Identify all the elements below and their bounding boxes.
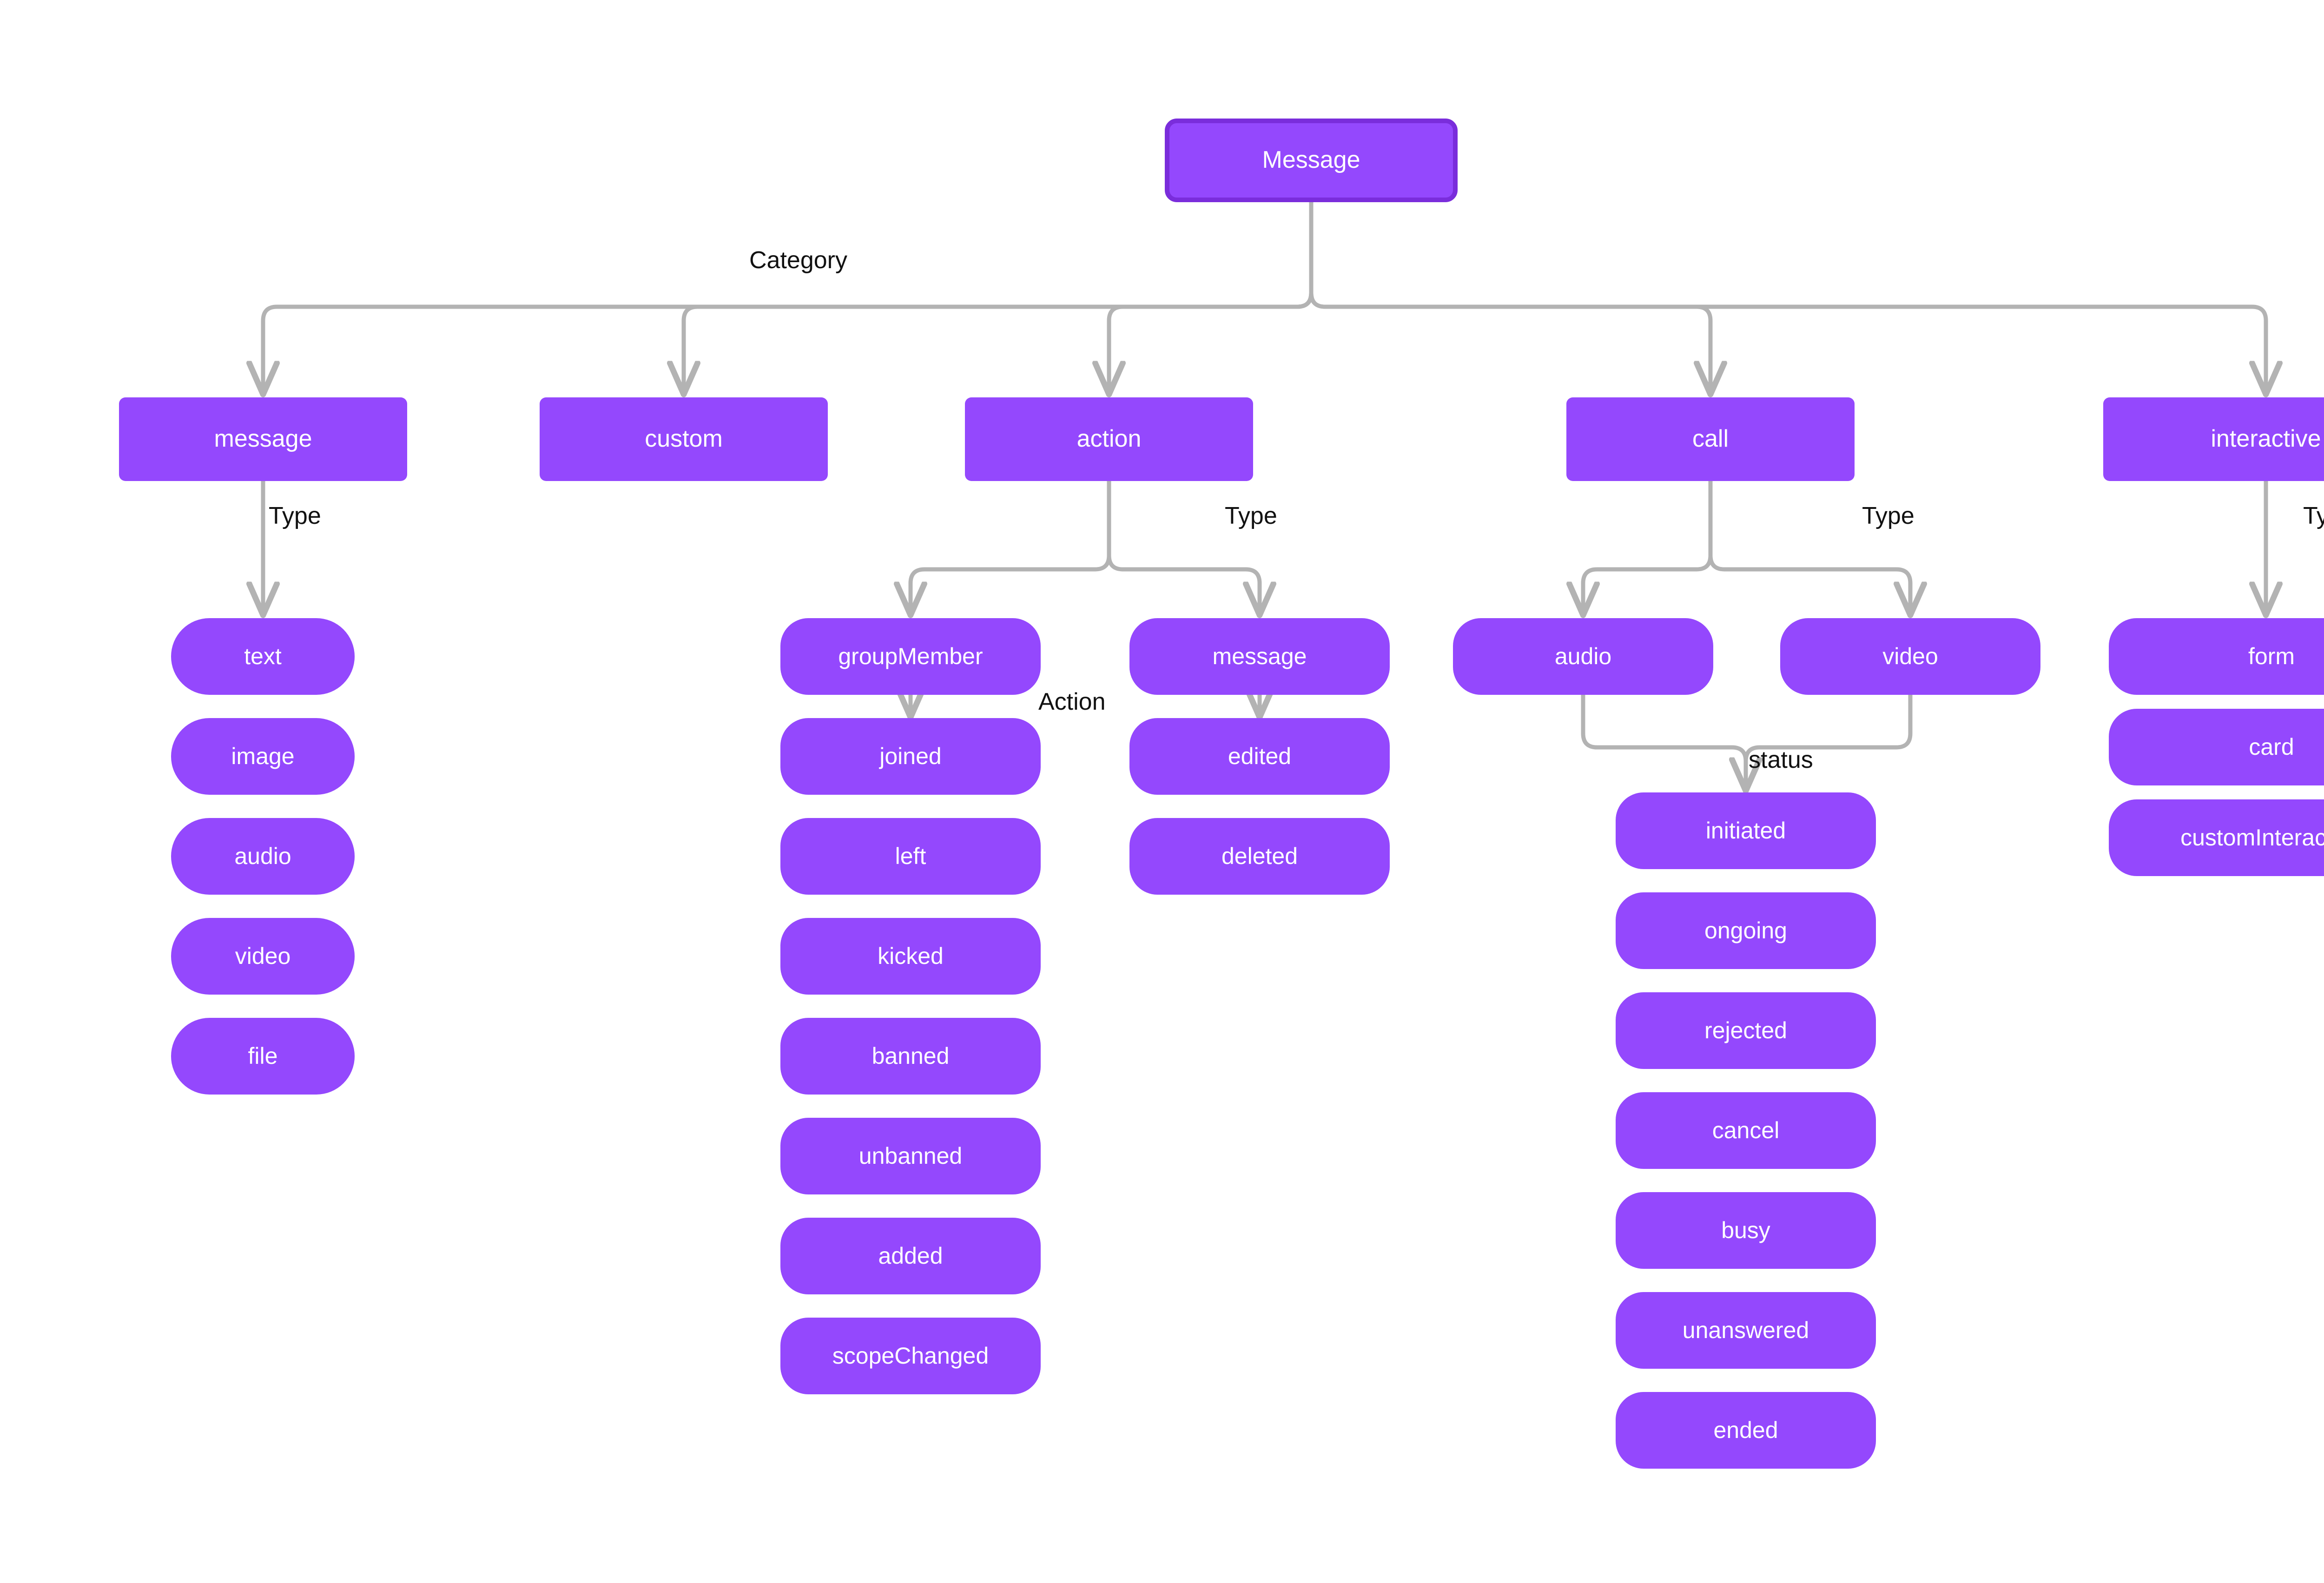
edge-video-to-status	[1746, 693, 1913, 789]
node-message-types-audio[interactable]: audio	[171, 818, 355, 895]
node-message-types-image[interactable]: image	[171, 718, 355, 795]
edge-call-to-audio	[1583, 479, 1713, 613]
edge-root-to-interactive	[1309, 200, 2266, 393]
node-interactive-types-card[interactable]: card	[2109, 709, 2324, 785]
node-interactive-types-form[interactable]: form	[2109, 618, 2324, 695]
edge-label-type-action: Type	[1225, 502, 1277, 529]
edge-audio-to-status	[1581, 693, 1746, 789]
node-action-groupmember-kicked[interactable]: kicked	[780, 918, 1041, 995]
edge-root-to-custom	[684, 200, 1314, 393]
node-action-message-deleted[interactable]: deleted	[1129, 818, 1390, 895]
node-interactive-types-custom-interactive[interactable]: customInteractive	[2109, 799, 2324, 876]
node-call-status-unanswered[interactable]: unanswered	[1616, 1292, 1876, 1369]
edge-label-type-message: Type	[269, 502, 321, 529]
node-call-status-rejected[interactable]: rejected	[1616, 992, 1876, 1069]
edge-action-to-message	[1107, 479, 1260, 613]
node-category-interactive[interactable]: interactive	[2103, 397, 2324, 481]
edge-call-to-video	[1708, 479, 1910, 613]
edge-root-to-call	[1309, 200, 1710, 393]
node-category-custom[interactable]: custom	[540, 397, 828, 481]
edge-label-action-label: Action	[1038, 688, 1106, 715]
node-call-status-cancel[interactable]: cancel	[1616, 1092, 1876, 1169]
edge-action-to-groupmember	[911, 479, 1111, 613]
node-action-message-edited[interactable]: edited	[1129, 718, 1390, 795]
edge-label-status-label: status	[1749, 746, 1813, 773]
edge-root-to-message	[263, 200, 1314, 393]
node-message-types-text[interactable]: text	[171, 618, 355, 695]
node-category-call[interactable]: call	[1566, 397, 1855, 481]
node-category-message[interactable]: message	[119, 397, 407, 481]
node-action-groupmember-added[interactable]: added	[780, 1218, 1041, 1294]
node-action-groupmember-scope-changed[interactable]: scopeChanged	[780, 1318, 1041, 1394]
node-action-groupmember-left[interactable]: left	[780, 818, 1041, 895]
node-action-groupmember-banned[interactable]: banned	[780, 1018, 1041, 1095]
node-category-action[interactable]: action	[965, 397, 1253, 481]
node-action-groupmember-unbanned[interactable]: unbanned	[780, 1118, 1041, 1194]
node-call-status-busy[interactable]: busy	[1616, 1192, 1876, 1269]
node-call-status-initiated[interactable]: initiated	[1616, 792, 1876, 869]
edge-label-type-call: Type	[1862, 502, 1915, 529]
node-action-groupmember-group-member[interactable]: groupMember	[780, 618, 1041, 695]
node-call-audio-audio[interactable]: audio	[1453, 618, 1713, 695]
node-call-video-video[interactable]: video	[1780, 618, 2040, 695]
node-root-message[interactable]: Message	[1165, 119, 1458, 202]
node-action-groupmember-joined[interactable]: joined	[780, 718, 1041, 795]
node-message-types-file[interactable]: file	[171, 1018, 355, 1095]
node-call-status-ongoing[interactable]: ongoing	[1616, 892, 1876, 969]
edge-label-category: Category	[749, 247, 847, 274]
node-call-status-ended[interactable]: ended	[1616, 1392, 1876, 1469]
node-message-types-video[interactable]: video	[171, 918, 355, 995]
node-action-message-message[interactable]: message	[1129, 618, 1390, 695]
edge-label-type-interactive: Type	[2303, 502, 2324, 529]
edge-root-to-action	[1109, 200, 1314, 393]
